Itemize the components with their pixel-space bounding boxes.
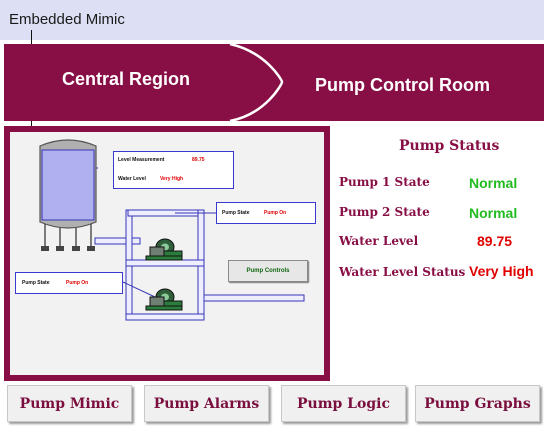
water-level-label: Water Level bbox=[118, 176, 146, 182]
pump-controls-button[interactable]: Pump Controls bbox=[228, 260, 308, 282]
pump-2-icon bbox=[145, 288, 183, 311]
pump-alarms-button[interactable]: Pump Alarms bbox=[144, 385, 269, 422]
pump-2-state-value: Pump On bbox=[66, 280, 89, 286]
pump-1-icon bbox=[145, 238, 183, 261]
pump-1-state-status-value: Normal bbox=[469, 175, 518, 191]
water-level-status-label: Water Level bbox=[339, 234, 419, 248]
pump-1-state-value: Pump On bbox=[264, 210, 287, 216]
water-level-reading: 89.75 bbox=[477, 233, 513, 249]
embedded-mimic-panel: Level Measurement 89.75 Water Level Very… bbox=[10, 132, 324, 375]
level-measurement-label: Level Measurement bbox=[118, 157, 165, 163]
pump-1-state-box bbox=[216, 202, 316, 224]
pump-2-state-status-value: Normal bbox=[469, 205, 518, 221]
embedded-mimic-callout-label: Embedded Mimic bbox=[9, 11, 125, 28]
pump-1-state-status-label: Pump 1 State bbox=[339, 175, 430, 189]
pump-2-state-label: Pump State bbox=[22, 280, 50, 286]
banner-divider-chevron bbox=[229, 44, 284, 121]
region-title: Central Region bbox=[62, 69, 191, 89]
mimic-schematic bbox=[39, 139, 305, 321]
pump-1-state-label: Pump State bbox=[222, 210, 250, 216]
room-title: Pump Control Room bbox=[315, 75, 490, 95]
pump-2-state-box bbox=[15, 272, 123, 294]
pump-graphs-button[interactable]: Pump Graphs bbox=[415, 385, 540, 422]
level-measurement-box bbox=[113, 151, 234, 189]
pump-2-state-status-label: Pump 2 State bbox=[339, 205, 430, 219]
water-level-value: Very High bbox=[160, 176, 184, 182]
top-bar bbox=[0, 0, 544, 40]
level-measurement-value: 89.75 bbox=[192, 157, 205, 163]
water-level-status-row-label: Water Level Status bbox=[339, 265, 466, 279]
pump-status-title: Pump Status bbox=[399, 138, 500, 154]
header-banner bbox=[4, 44, 544, 121]
pump-mimic-button[interactable]: Pump Mimic bbox=[7, 385, 132, 422]
water-level-status-value: Very High bbox=[469, 263, 534, 279]
pump-logic-button[interactable]: Pump Logic bbox=[281, 385, 406, 422]
